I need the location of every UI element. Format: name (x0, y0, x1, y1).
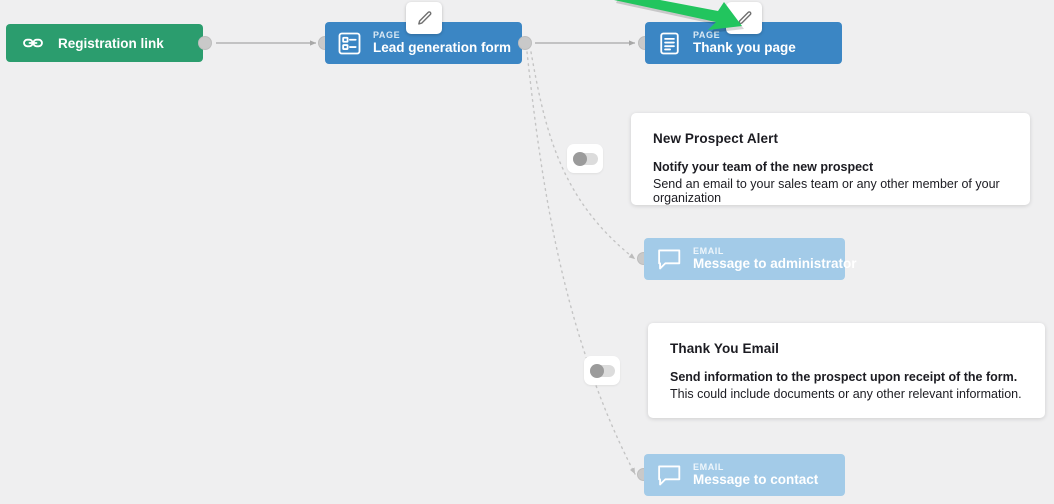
node-kicker: EMAIL (693, 245, 724, 256)
toggle-thank-you-email[interactable] (584, 356, 620, 385)
node-title: Thank you page (693, 40, 796, 56)
port-registration-link-out[interactable] (198, 36, 212, 50)
pencil-icon (417, 10, 431, 25)
node-text-block: EMAIL Message to contact (693, 461, 819, 488)
card-title: Thank You Email (670, 341, 780, 356)
node-registration-link[interactable]: Registration link (6, 24, 203, 62)
node-text-block: PAGE Lead generation form (373, 29, 512, 56)
card-caret-thank-you-email (632, 356, 648, 386)
node-message-to-contact[interactable]: EMAIL Message to contact (644, 454, 845, 496)
card-thank-you-email[interactable]: Thank You Email Send information to the … (648, 323, 1045, 418)
pencil-icon (737, 10, 751, 25)
node-kicker: PAGE (373, 29, 401, 40)
document-page-icon (657, 31, 682, 56)
port-lead-form-out[interactable] (518, 36, 532, 50)
toggle-track[interactable] (589, 363, 615, 378)
card-new-prospect-alert[interactable]: New Prospect Alert Notify your team of t… (631, 113, 1030, 205)
link-icon (22, 32, 44, 54)
node-kicker: PAGE (693, 29, 721, 40)
node-title: Registration link (58, 35, 164, 51)
toggle-knob[interactable] (589, 363, 604, 378)
node-title: Lead generation form (373, 40, 512, 56)
toggle-track[interactable] (572, 151, 598, 166)
node-title: Message to administrator (693, 256, 857, 272)
card-description: Send an email to your sales team or any … (653, 177, 1000, 205)
toggle-knob[interactable] (572, 151, 587, 166)
edit-thank-you-page-button[interactable] (726, 2, 762, 34)
speech-bubble-icon (656, 463, 683, 488)
node-text-block: EMAIL Message to administrator (693, 245, 857, 272)
node-title: Message to contact (693, 472, 819, 488)
node-message-to-administrator[interactable]: EMAIL Message to administrator (644, 238, 857, 280)
node-text-block: PAGE Thank you page (693, 29, 796, 56)
speech-bubble-icon (656, 247, 683, 272)
card-caret-new-prospect-alert (615, 144, 631, 174)
edit-lead-generation-form-button[interactable] (406, 2, 442, 34)
card-title: New Prospect Alert (653, 131, 779, 146)
card-subtitle: Send information to the prospect upon re… (670, 370, 1018, 384)
form-page-icon (337, 31, 362, 56)
node-kicker: EMAIL (693, 461, 724, 472)
card-description: This could include documents or any othe… (670, 387, 1022, 401)
toggle-new-prospect-alert[interactable] (567, 144, 603, 173)
card-subtitle: Notify your team of the new prospect (653, 160, 874, 174)
